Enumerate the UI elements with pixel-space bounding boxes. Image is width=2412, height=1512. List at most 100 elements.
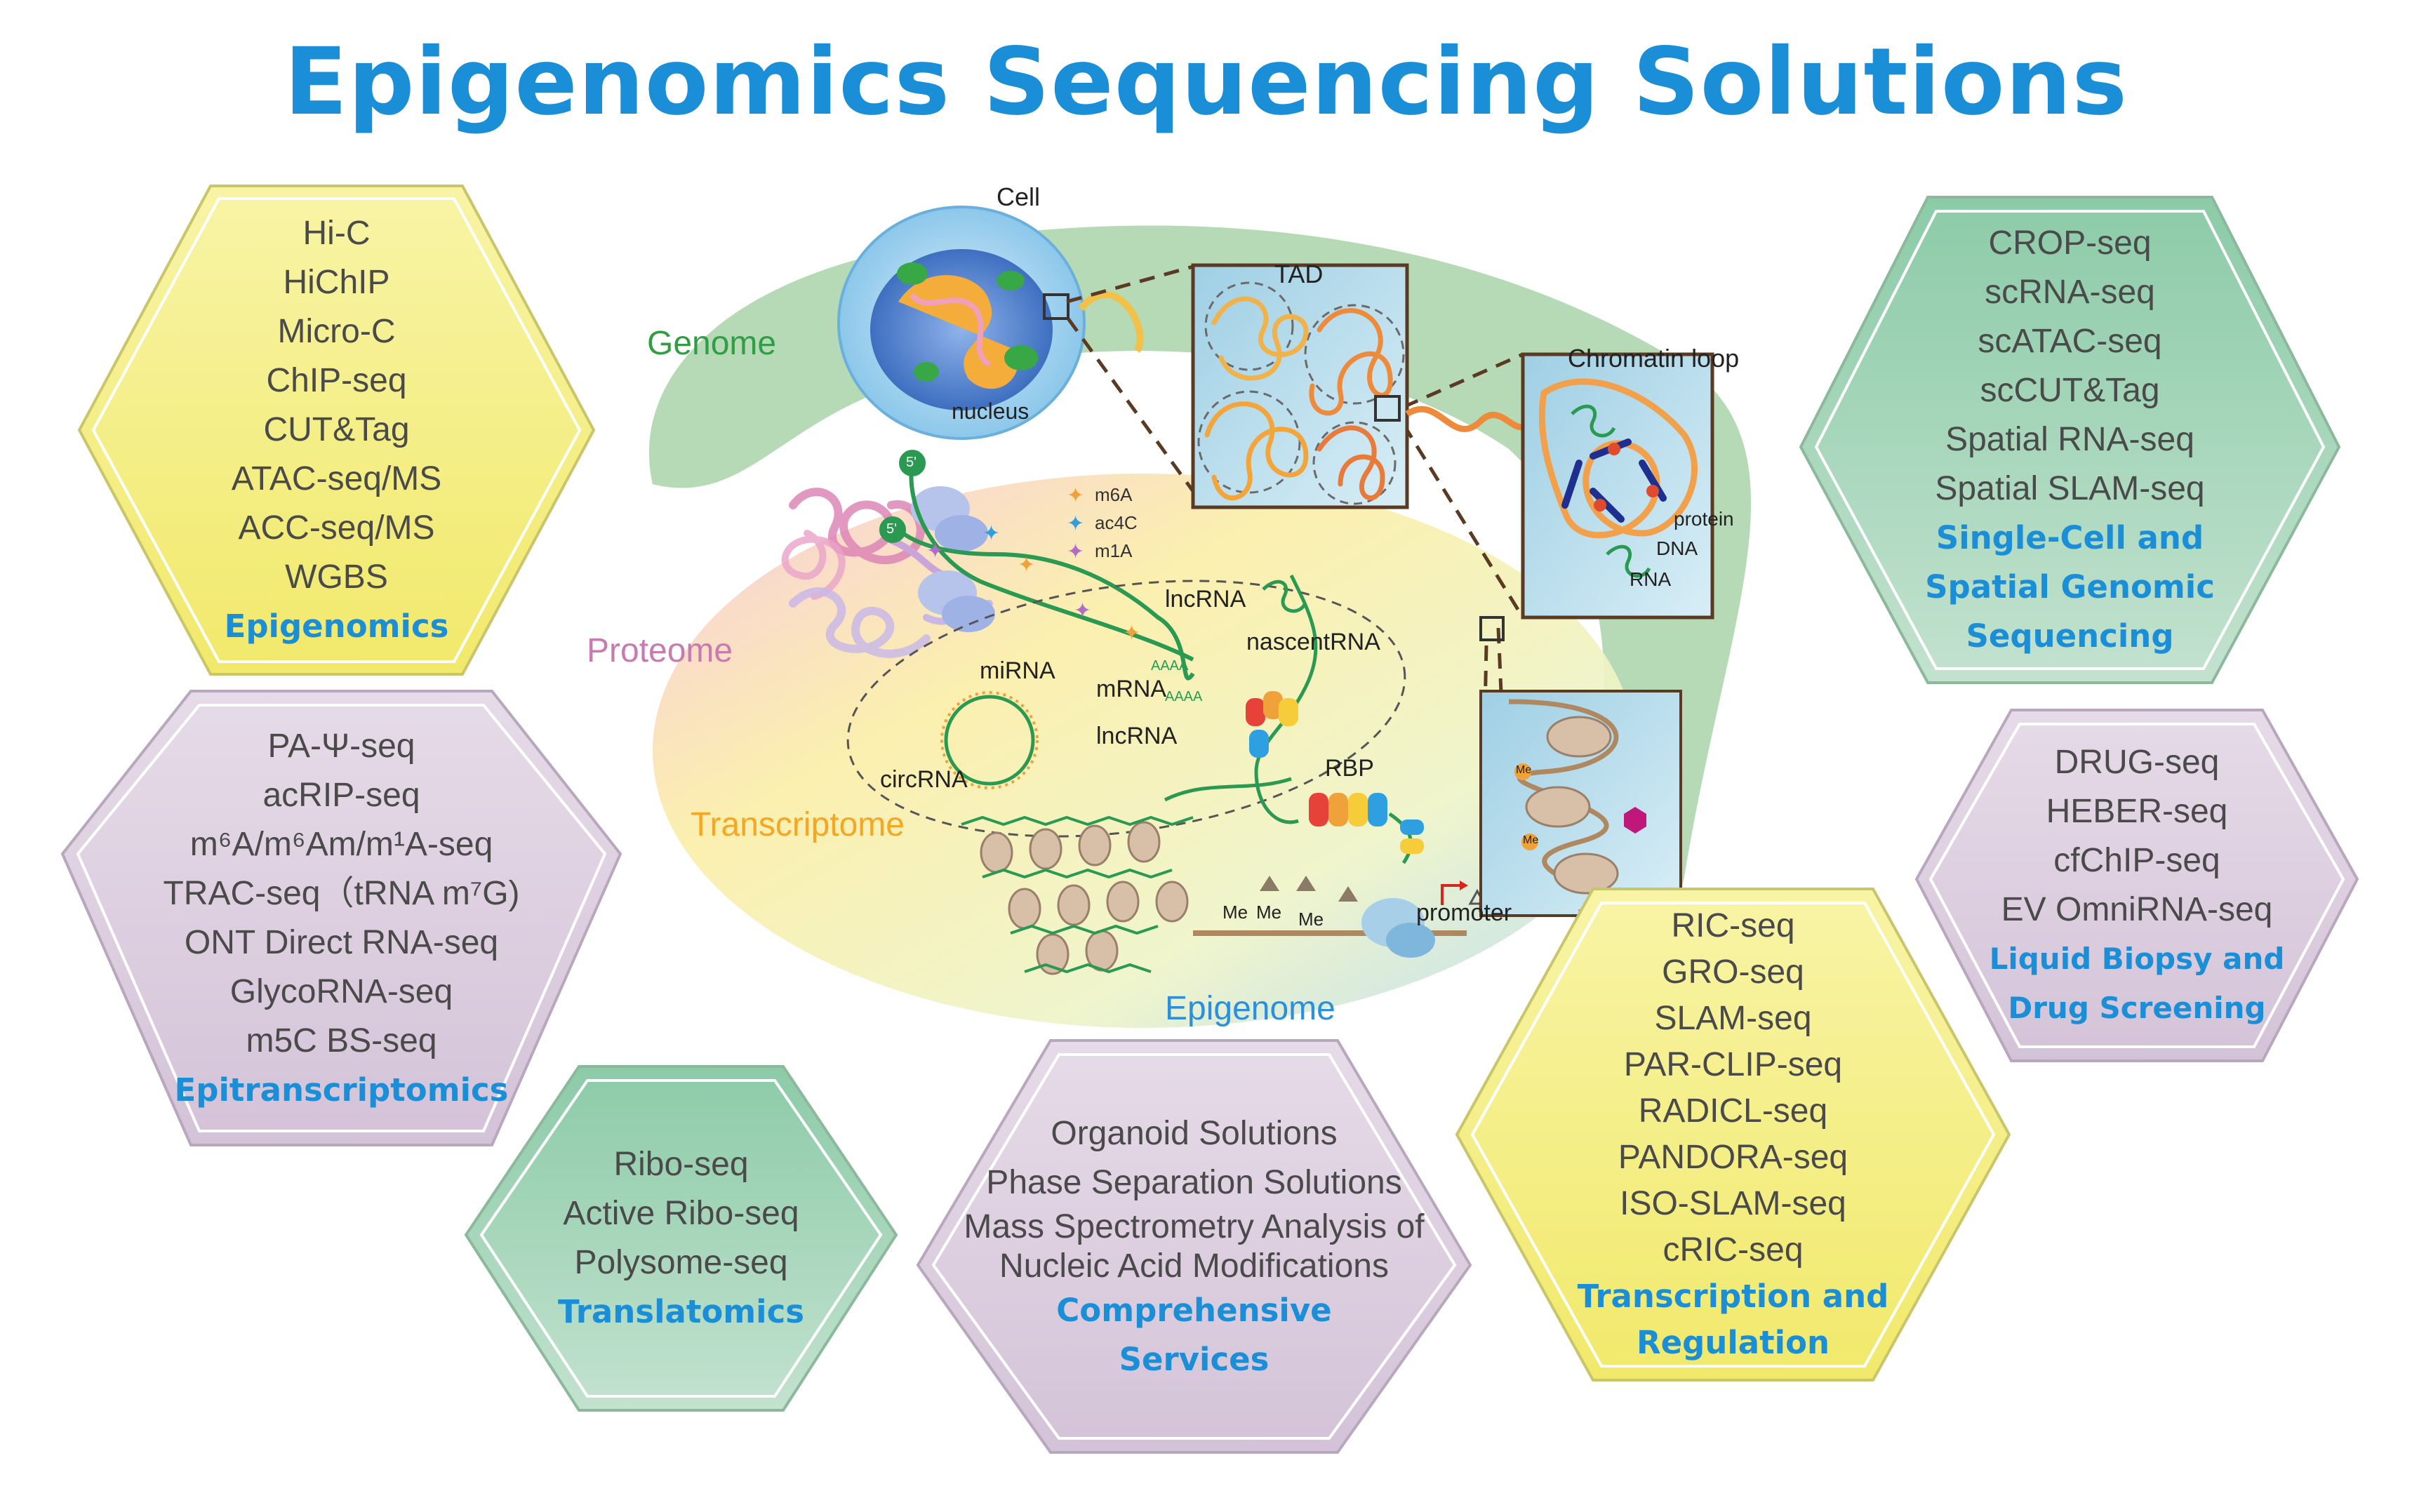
genome-band [648,225,1752,954]
panel-category: Sequencing [1966,617,2174,655]
me-label-3: Me [1298,909,1324,930]
five-prime-label-2: 5' [886,521,897,537]
panel-item: ACC-seq/MS [238,509,435,547]
chromatin-loop-label: Chromatin loop [1568,344,1740,373]
panel-item: CUT&Tag [263,411,410,448]
m6a-label: m6A [1095,484,1133,505]
lncrna-mid-label: lncRNA [1096,723,1178,749]
panel-item: m⁶A/m⁶Am/m¹A-seq [189,825,493,863]
me-label-1: Me [1222,902,1248,923]
methyl-marks [1260,876,1358,902]
panel-item: Mass Spectrometry Analysis of [964,1207,1425,1245]
nucleus-label: nucleus [952,399,1030,424]
panel-item: scCUT&Tag [1980,372,2160,409]
panel-item: PAR-CLIP-seq [1623,1046,1843,1083]
panel-item: GlycoRNA-seq [229,972,453,1010]
nascentrna-label: nascentRNA [1246,629,1380,655]
promoter-arrow [1441,884,1463,905]
me-label-5: Me [1523,834,1539,846]
panel-item: ISO-SLAM-seq [1620,1185,1846,1222]
panel-category: Epitranscriptomics [174,1071,509,1109]
mrna-strands [879,450,1195,681]
hex-shape-comprehensive [916,1039,1472,1454]
panel-item: HiChIP [283,264,390,301]
cell-label: Cell [997,182,1041,211]
lncrna-top-label: lncRNA [1165,586,1246,613]
panel-transcription: RIC-seq GRO-seq SLAM-seq PAR-CLIP-seq RA… [1472,903,1994,1366]
panel-item: TRAC-seq（tRNA m⁷G) [163,874,520,912]
panel-item: cRIC-seq [1663,1231,1804,1269]
panel-item: Phase Separation Solutions [986,1163,1402,1201]
modification-marks: ✦ ✦ ✦ ✦ ✦ ✦ ✦ ✦ [926,483,1140,645]
panel-liquid-biopsy: DRUG-seq HEBER-seq cfChIP-seq EV OmniRNA… [1931,724,2343,1047]
panel-item: DRUG-seq [2054,744,2220,781]
circrna-ring [944,695,1035,786]
epigenome-label: Epigenome [1165,990,1335,1027]
chromatin-loop-box [1521,352,1714,620]
panel-epigenomics: Hi-C HiChIP Micro-C ChIP-seq CUT&Tag ATA… [93,199,580,662]
panel-item: HEBER-seq [2046,793,2228,830]
svg-text:✦: ✦ [926,539,944,563]
nascent-rna-strand [1254,574,1318,824]
circrna-label: circRNA [880,766,968,793]
panel-item: PA-Ψ-seq [267,727,415,765]
promoter-label: promoter [1416,899,1512,926]
rbp-cluster-lower [1309,793,1424,864]
nucleosome-rna [961,815,1194,974]
panel-item: Ribo-seq [613,1146,749,1183]
rna-label: RNA [1630,568,1672,590]
tad-label: TAD [1274,260,1324,288]
panel-item: GRO-seq [1662,954,1804,991]
me-label-4: Me [1516,764,1532,776]
svg-text:✦: ✦ [1067,511,1084,536]
five-prime-label-1: 5' [906,455,917,470]
panel-item: Hi-C [302,215,371,252]
rbp-label: RBP [1325,755,1374,782]
panel-item: ATAC-seq/MS [231,460,442,497]
panel-category: Transcription and [1577,1278,1889,1315]
polya-label-2: AAAA [1165,689,1203,704]
panel-item: PANDORA-seq [1618,1139,1848,1176]
panel-item: Spatial RNA-seq [1945,421,2194,458]
panel-item: CROP-seq [1988,225,2152,262]
panel-item: Organoid Solutions [1051,1114,1338,1152]
panel-translatomics: Ribo-seq Active Ribo-seq Polysome-seq Tr… [481,1081,881,1396]
panel-item: Polysome-seq [574,1244,788,1281]
panel-item: RADICL-seq [1638,1092,1828,1130]
mirna-label: miRNA [980,657,1055,684]
panel-item: cfChIP-seq [2053,842,2220,879]
svg-text:✦: ✦ [1067,483,1084,508]
hex-shape-translatomics [464,1065,898,1412]
panel-category: Single-Cell and [1935,519,2204,556]
me-label-2: Me [1256,902,1282,923]
page-title: Epigenomics Sequencing Solutions [284,28,2128,136]
omics-ellipse [653,474,1635,1028]
panel-category: Services [1119,1340,1270,1378]
svg-text:✦: ✦ [1123,621,1140,645]
panel-item: scATAC-seq [1978,323,2162,360]
svg-text:✦: ✦ [1018,553,1035,577]
panel-category: Comprehensive [1056,1291,1332,1329]
panel-comprehensive: Organoid Solutions Phase Separation Solu… [933,1055,1455,1438]
nucleosome-field [980,821,1189,975]
panel-category: Translatomics [557,1293,805,1330]
panel-item: Micro-C [277,313,396,350]
dna-label: DNA [1656,537,1698,559]
panel-category: Liquid Biopsy and [1989,942,2285,976]
transcriptome-label: Transcriptome [691,806,905,843]
rbp-cluster-upper [1246,691,1298,758]
panel-item: scRNA-seq [1985,274,2155,311]
panel-category: Regulation [1636,1324,1830,1361]
panel-item: RIC-seq [1671,907,1795,944]
panel-item: Nucleic Acid Modifications [999,1247,1389,1285]
polymerase [1361,898,1435,958]
protein-label: protein [1674,508,1734,530]
proteome-label: Proteome [587,632,733,669]
panel-category: Drug Screening [2008,991,2266,1025]
m1a-label: m1A [1095,540,1133,561]
svg-text:✦: ✦ [982,521,1000,546]
polya-label-1: AAAA [1151,658,1189,674]
panel-item: m5C BS-seq [246,1022,437,1059]
panel-item: ONT Direct RNA-seq [184,923,499,961]
